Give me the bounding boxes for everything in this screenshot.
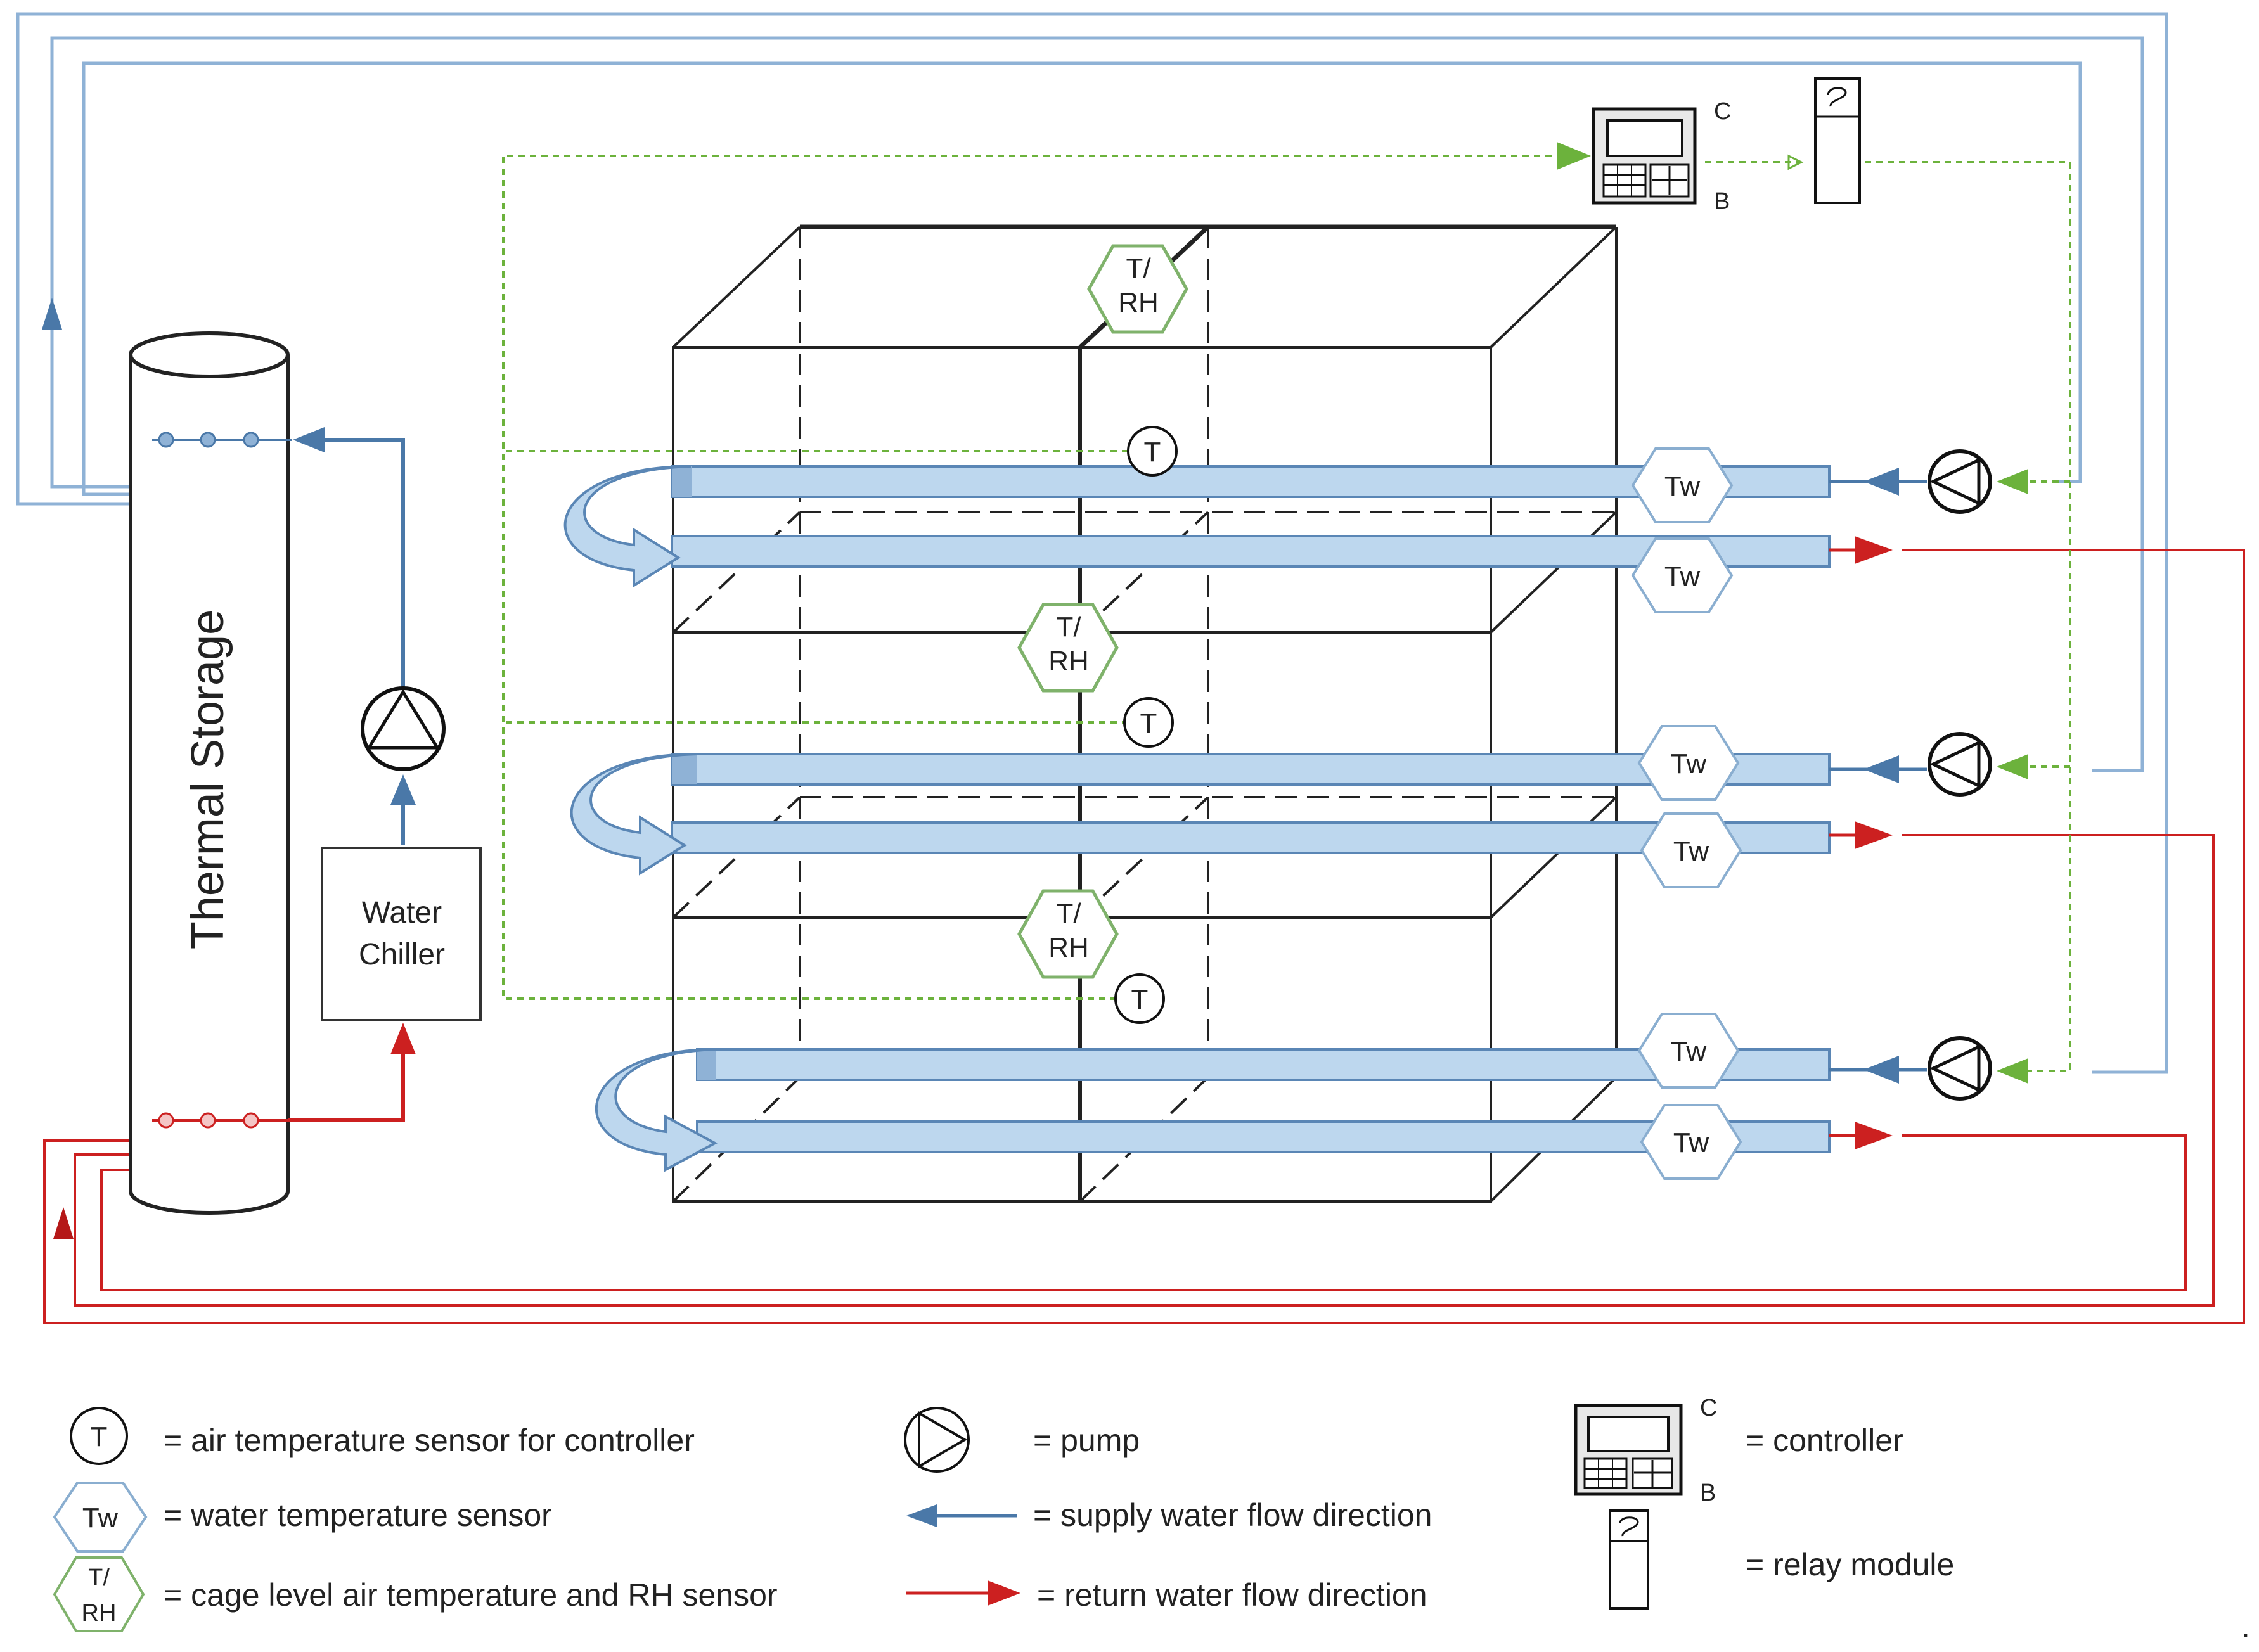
pipe-return-level-1 — [671, 535, 1831, 568]
control-wiring — [502, 155, 2071, 1072]
return-arrow — [1855, 1122, 1893, 1149]
return-port — [200, 1112, 216, 1129]
control-arrow — [1787, 154, 1804, 170]
water-temp-sensor: Tw — [1640, 1104, 1742, 1180]
water-chiller — [321, 847, 482, 1021]
svg-text:T/: T/ — [1056, 611, 1081, 643]
trailing-mark: . — [2241, 1609, 2250, 1644]
svg-text:T: T — [1144, 437, 1161, 468]
legend: T = air temperature sensor for controlle… — [53, 1395, 2250, 1644]
controller-icon — [1592, 107, 1697, 205]
legend-relay-text: = relay module — [1746, 1547, 1954, 1582]
legend-supply-arrow — [906, 1504, 1017, 1527]
return-arrow — [1855, 536, 1893, 564]
return-port — [243, 1112, 259, 1129]
svg-text:T/: T/ — [1056, 898, 1081, 929]
pipe-supply-level-2 — [671, 753, 1831, 786]
legend-controller-symbol — [1574, 1404, 1683, 1496]
return-arrow-left — [53, 1207, 74, 1239]
svg-text:RH: RH — [82, 1600, 117, 1627]
svg-text:T/: T/ — [88, 1565, 110, 1591]
svg-text:Tw: Tw — [1664, 471, 1700, 502]
svg-text:T: T — [1131, 984, 1149, 1015]
cage-rh-sensor: T/ RH — [1017, 603, 1119, 693]
controller-b-label: B — [1714, 188, 1730, 215]
legend-air-temp-symbol: T — [70, 1407, 128, 1465]
return-arrow — [1855, 821, 1893, 849]
legend-air-temp-text: = air temperature sensor for controller — [164, 1423, 695, 1458]
bend-arrow-level-2 — [570, 753, 698, 876]
air-temp-sensor: T — [1123, 697, 1174, 748]
svg-text:T: T — [1140, 708, 1157, 739]
pump-icon — [1928, 732, 1992, 797]
svg-text:RH: RH — [1048, 646, 1089, 677]
legend-pump-text: = pump — [1033, 1423, 1140, 1458]
cage-rh-sensor: T/ RH — [1017, 889, 1119, 979]
legend-supply-text: = supply water flow direction — [1033, 1497, 1432, 1533]
legend-controller-text: = controller — [1746, 1423, 1903, 1458]
pipe-return-level-3 — [696, 1120, 1831, 1153]
legend-return-arrow — [906, 1580, 1020, 1606]
legend-controller-c: C — [1700, 1395, 1717, 1421]
legend-controller-b: B — [1700, 1480, 1716, 1506]
control-arrow — [1997, 754, 2028, 779]
air-temp-sensors: T T T — [1114, 426, 1178, 1024]
supply-port — [158, 432, 174, 448]
right-side-pumps — [1829, 449, 1992, 1149]
chiller-circuit: Water Chiller — [288, 427, 482, 1122]
control-arrow — [1997, 469, 2028, 494]
legend-return-text: = return water flow direction — [1037, 1577, 1427, 1613]
supply-arrow-left — [42, 298, 62, 330]
pipe-return-level-2 — [671, 821, 1831, 854]
svg-text:Tw: Tw — [1673, 1127, 1709, 1158]
water-temp-sensor: Tw — [1640, 812, 1742, 888]
svg-text:Tw: Tw — [1671, 1036, 1706, 1067]
water-temp-sensor: Tw — [1637, 1013, 1740, 1089]
air-temp-sensor: T — [1114, 973, 1165, 1024]
pump-icon — [1928, 1036, 1992, 1101]
pump-icon — [361, 686, 446, 771]
thermal-storage-tank: Thermal Storage — [129, 331, 292, 1215]
cage-rh-sensors: T/ RH T/ RH T/ RH — [1017, 244, 1188, 979]
relay-module-icon — [1814, 77, 1861, 204]
bend-arrow-level-1 — [563, 465, 692, 588]
svg-text:Tw: Tw — [1673, 836, 1709, 867]
supply-port — [243, 432, 259, 448]
control-arrow — [1557, 142, 1591, 170]
control-arrow — [1997, 1058, 2028, 1084]
water-temp-sensors: Tw Tw Tw Tw Tw Tw — [1631, 447, 1742, 1180]
svg-text:T: T — [91, 1421, 108, 1452]
svg-text:Tw: Tw — [1671, 748, 1706, 779]
water-temp-sensor: Tw — [1631, 537, 1734, 613]
thermal-storage-label: Thermal Storage — [183, 610, 233, 949]
water-chiller-label-2: Chiller — [359, 938, 445, 971]
svg-text:RH: RH — [1048, 932, 1089, 963]
controller-c-label: C — [1714, 98, 1731, 125]
legend-water-temp-symbol: Tw — [53, 1482, 148, 1553]
water-temp-sensor: Tw — [1631, 447, 1734, 523]
legend-cage-sensor-symbol: T/ RH — [53, 1556, 145, 1632]
legend-cage-sensor-text: = cage level air temperature and RH sens… — [164, 1577, 778, 1613]
legend-pump-symbol — [904, 1407, 970, 1473]
return-port — [158, 1112, 174, 1129]
legend-water-temp-text: = water temperature sensor — [164, 1497, 552, 1533]
svg-text:RH: RH — [1118, 287, 1159, 318]
air-temp-sensor: T — [1127, 426, 1178, 477]
bend-arrow-level-3 — [595, 1048, 718, 1172]
supply-port — [200, 432, 216, 448]
svg-text:Tw: Tw — [1664, 561, 1700, 592]
svg-text:T/: T/ — [1126, 253, 1151, 284]
legend-relay-symbol — [1609, 1509, 1649, 1610]
cage-rh-sensor: T/ RH — [1087, 244, 1188, 334]
pump-icon — [1928, 449, 1992, 514]
water-temp-sensor: Tw — [1637, 725, 1740, 801]
pipes — [563, 465, 1831, 1172]
water-chiller-label-1: Water — [362, 896, 442, 930]
svg-text:Tw: Tw — [82, 1502, 118, 1534]
